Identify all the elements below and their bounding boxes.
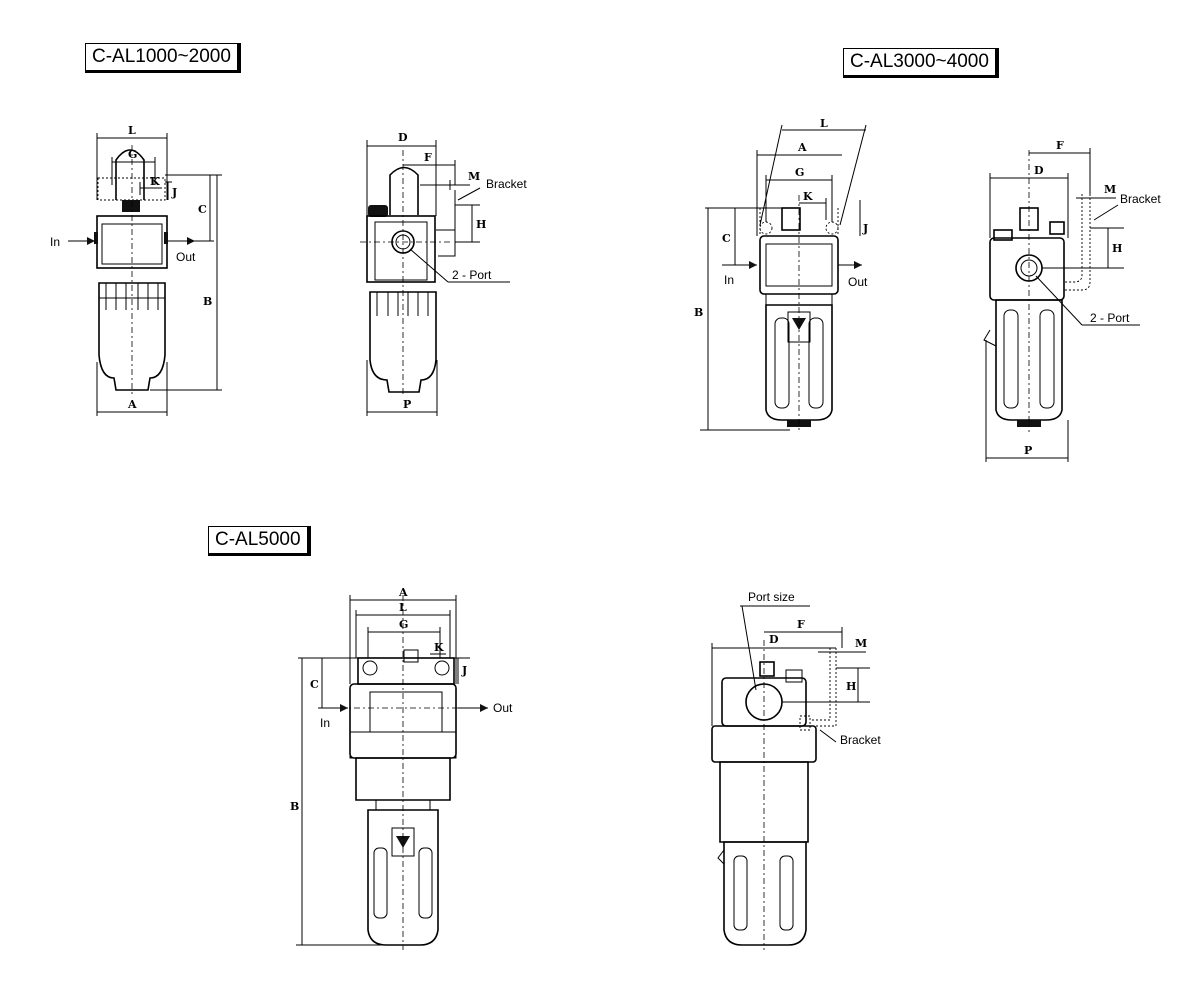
dim-d-3: D [769,633,779,646]
dim-h-2: H [1112,242,1122,255]
dim-a-2: A [797,141,807,154]
al5000-side-view [711,605,870,950]
label-bracket-3: Bracket [840,733,881,747]
dim-k-1: K [150,175,160,188]
al1000-front-view [68,133,222,416]
title-c-al3000-4000: C-AL3000~4000 [843,48,999,78]
dim-j-3: J [461,664,467,677]
al3000-side-view [983,148,1140,462]
dim-g-2: G [795,166,804,179]
dim-c-2: C [722,232,731,245]
label-in-2: In [724,273,734,287]
dim-g-1: G [128,148,137,161]
al5000-front-view [296,595,488,950]
dim-l-2: L [820,117,828,130]
label-in-1: In [50,235,60,249]
label-bracket-1: Bracket [486,177,527,191]
dim-c-3: C [310,678,319,691]
dim-b-2: B [694,306,703,319]
label-port-size: Port size [748,590,795,604]
dim-f-1: F [424,151,432,164]
dim-f-3: F [797,618,805,631]
dim-l-1: L [128,124,136,137]
label-out-1: Out [176,250,196,264]
dim-d-2: D [1034,164,1044,177]
dim-g-3: G [399,618,408,631]
label-2port-2: 2 - Port [1090,311,1130,325]
dim-h-3: H [846,680,856,693]
dim-b-3: B [290,800,299,813]
label-out-3: Out [493,701,513,715]
dim-m-3: M [855,637,867,650]
al3000-front-view [700,124,867,431]
title-c-al1000-2000: C-AL1000~2000 [85,43,241,73]
label-bracket-2: Bracket [1120,192,1161,206]
dim-a-3: A [398,586,408,599]
dim-d-1: D [398,131,408,144]
label-in-3: In [320,716,330,730]
dim-k-3: K [434,641,444,654]
dim-j-2: J [862,222,868,235]
dim-f-2: F [1056,139,1064,152]
label-2port-1: 2 - Port [452,268,492,282]
dim-a-1: A [127,398,137,411]
dim-p-1: P [403,398,411,411]
dim-k-2: K [803,190,813,203]
dim-m-2: M [1104,183,1116,196]
dim-l-3: L [399,601,407,614]
dim-c-1: C [198,203,207,216]
dim-p-2: P [1024,444,1032,457]
al1000-side-view [360,140,510,416]
dim-m-1: M [468,170,480,183]
dim-j-1: J [171,186,177,199]
label-out-2: Out [848,275,868,289]
dim-b-1: B [203,295,212,308]
dim-h-1: H [476,218,486,231]
title-c-al5000: C-AL5000 [208,526,311,556]
